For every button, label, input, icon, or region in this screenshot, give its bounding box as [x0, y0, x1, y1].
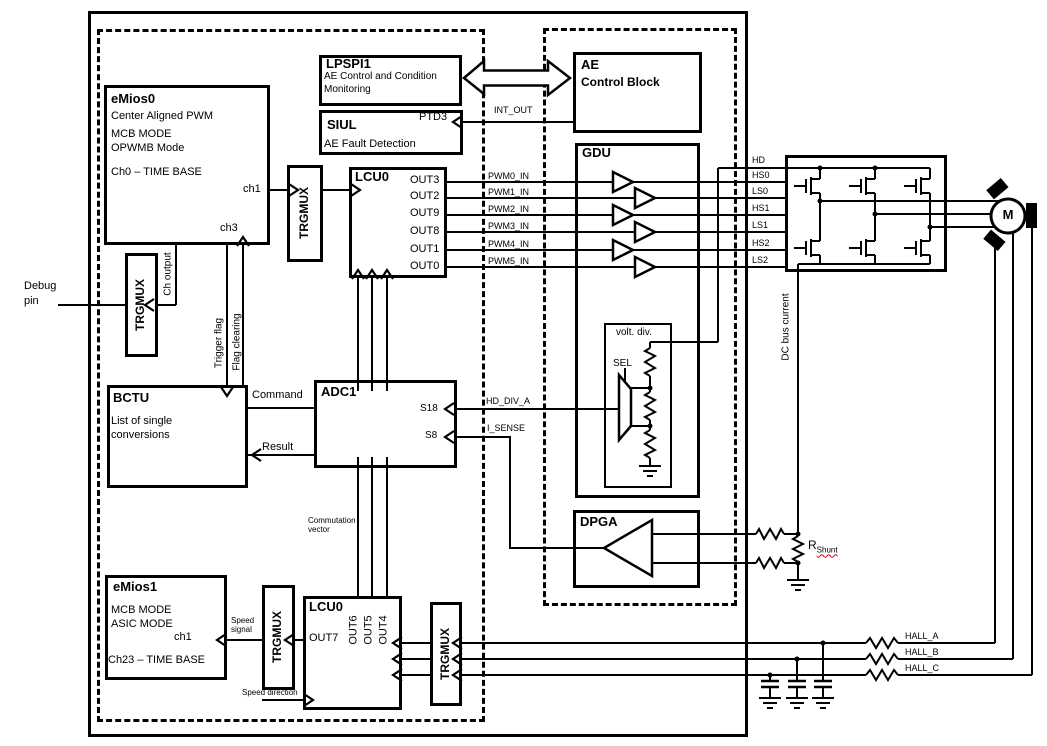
emios0-line2: MCB MODE: [111, 128, 172, 140]
lcu0-bottom-title: LCU0: [309, 599, 343, 614]
gdu-block: [575, 143, 700, 498]
hall-filter-icons: [759, 636, 899, 709]
pwm2-label: PWM2_IN: [488, 204, 530, 214]
lcu0-out4: OUT4: [377, 615, 390, 645]
lpspi1-line2: Monitoring: [324, 84, 371, 95]
emios0-ch1-pin: ch1: [243, 183, 261, 195]
lcu0-out7: OUT7: [309, 632, 339, 644]
result-label: Result: [262, 441, 294, 453]
ls0-label: LS0: [752, 186, 769, 196]
hall-a-label: HALL_A: [905, 631, 939, 641]
hall-c-label: HALL_C: [905, 663, 940, 673]
lcu0-out2: OUT2: [410, 190, 440, 202]
r-shunt-base: R: [808, 538, 817, 552]
lcu0-out6: OUT6: [347, 615, 360, 645]
ae-control-block: [573, 52, 702, 133]
emios1-ch1-pin: ch1: [174, 631, 192, 643]
peripherals-dashed-box: [97, 29, 485, 722]
ae-subtitle: Control Block: [581, 75, 660, 89]
lcu0-out8: OUT8: [410, 225, 440, 237]
volt-div-block: [604, 323, 672, 488]
trgmux-top-label: TRGMUX: [297, 187, 312, 239]
speed-signal-label-2: signal: [231, 625, 252, 634]
bctu-line2: conversions: [111, 429, 170, 441]
lcu0-out3: OUT3: [410, 174, 440, 186]
dpga-title: DPGA: [580, 514, 618, 529]
pwm4-label: PWM4_IN: [488, 239, 530, 249]
shunt-resistor-icon: [755, 526, 809, 591]
siul-title: SIUL: [327, 117, 357, 132]
ae-title: AE: [581, 57, 600, 72]
volt-div-title: volt. div.: [616, 327, 652, 338]
lpspi1-line1: AE Control and Condition: [324, 71, 437, 82]
debug-pin-label-2: pin: [24, 295, 39, 307]
lpspi1-title: LPSPI1: [326, 56, 371, 71]
pwm5-label: PWM5_IN: [488, 256, 530, 266]
trgmux-top-block: [287, 165, 323, 262]
emios1-title: eMios1: [113, 579, 158, 594]
inverter-bridge-box: [785, 155, 947, 272]
adc1-s18-pin: S18: [420, 403, 438, 414]
adc1-s8-pin: S8: [425, 430, 438, 441]
speed-direction-label: Speed direction: [242, 688, 298, 697]
hs0-label: HS0: [752, 170, 770, 180]
emios0-title: eMios0: [111, 91, 156, 106]
i-sense-label: I_SENSE: [487, 423, 526, 433]
lcu0-out1: OUT1: [410, 243, 440, 255]
trgmux-left-label: TRGMUX: [133, 279, 148, 331]
bctu-title: BCTU: [113, 390, 150, 405]
debug-pin-label-1: Debug: [24, 280, 57, 292]
r-shunt-label: RShunt: [808, 538, 838, 555]
emios0-line3: OPWMB Mode: [111, 142, 185, 154]
trigger-flag-label: Trigger flag: [213, 317, 225, 369]
sel-label: SEL: [613, 358, 632, 369]
pwm1-label: PWM1_IN: [488, 187, 530, 197]
trgmux-bottom-right-label: TRGMUX: [438, 628, 453, 680]
lpspi1-block: [319, 55, 462, 106]
hd-div-a-label: HD_DIV_A: [486, 396, 531, 406]
siul-block: [319, 110, 463, 155]
hs1-label: HS1: [752, 203, 770, 213]
mcu-outer-box: [88, 11, 748, 737]
dc-bus-current-label: DC bus current: [780, 293, 792, 361]
ch-output-label: Ch output: [162, 252, 174, 296]
emios0-line1: Center Aligned PWM: [111, 110, 214, 122]
ls2-label: LS2: [752, 255, 769, 265]
motor-label: M: [1002, 207, 1014, 222]
int-out-label: INT_OUT: [494, 105, 533, 115]
emios1-block: [105, 575, 227, 680]
flag-clearing-label: Flag clearing: [231, 313, 243, 371]
emios1-timebase: Ch23 – TIME BASE: [108, 654, 206, 666]
ls1-label: LS1: [752, 220, 769, 230]
hall-b-label: HALL_B: [905, 647, 939, 657]
commutation-vector-label-1: Commutation: [308, 516, 356, 525]
pwm3-label: PWM3_IN: [488, 221, 530, 231]
commutation-vector-label-2: vector: [308, 525, 330, 534]
adc1-title: ADC1: [321, 384, 357, 399]
trgmux-bottom-left-label: TRGMUX: [270, 611, 285, 663]
lcu0-top-block: [349, 167, 447, 278]
lcu0-out9: OUT9: [410, 207, 440, 219]
gdu-title: GDU: [582, 145, 611, 160]
emios0-line4: Ch0 – TIME BASE: [111, 166, 202, 178]
bctu-line1: List of single: [111, 415, 173, 427]
hd-label: HD: [752, 155, 765, 165]
pwm0-label: PWM0_IN: [488, 171, 530, 181]
command-label: Command: [252, 389, 303, 401]
bctu-block: [107, 385, 248, 488]
r-shunt-sub: Shunt: [816, 545, 838, 555]
lcu0-top-title: LCU0: [355, 169, 389, 184]
emios0-block: [104, 85, 270, 245]
emios0-ch3-pin: ch3: [220, 222, 238, 234]
emios1-line2: ASIC MODE: [111, 618, 173, 630]
hs2-label: HS2: [752, 238, 770, 248]
emios1-line1: MCB MODE: [111, 604, 172, 616]
lcu0-out0: OUT0: [410, 260, 440, 272]
siul-desc: AE Fault Detection: [324, 138, 416, 150]
lcu0-out5: OUT5: [362, 615, 375, 645]
speed-signal-label-1: Speed: [231, 616, 255, 625]
siul-ptd3-pin: PTD3: [419, 111, 448, 123]
